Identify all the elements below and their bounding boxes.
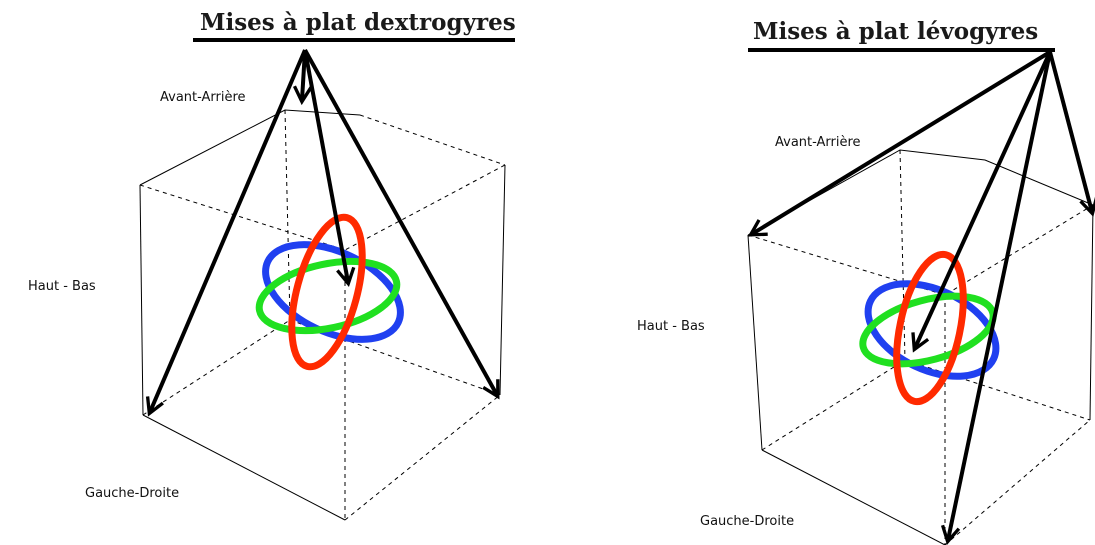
ring-blue xyxy=(262,241,404,343)
label-gauche-droite: Gauche-Droite xyxy=(85,486,179,501)
arrow-to-gauche-droite xyxy=(150,49,307,412)
cube-edge-inner-right xyxy=(289,319,501,396)
cube-edge-inner-vertical xyxy=(899,149,906,361)
cube-edge-left xyxy=(139,184,144,416)
cube-edge-inner-right xyxy=(904,359,1091,421)
arrow-to-gauche-droite xyxy=(948,51,1052,540)
cube-edge-bottom xyxy=(142,414,346,521)
cube-edge-middle xyxy=(747,204,1094,296)
arrow-to-left-corner xyxy=(752,50,1052,234)
arrow-to-right xyxy=(1048,51,1092,212)
cube-edge-top xyxy=(747,149,1094,236)
cube-edge-back xyxy=(359,114,506,166)
panel-title: Mises à plat dextrogyres xyxy=(200,9,516,36)
cube xyxy=(747,149,1094,545)
ring-green xyxy=(859,292,997,368)
arrow-to-avant-arriere xyxy=(302,49,305,100)
panel-levogyres: Mises à plat lévogyres A xyxy=(637,18,1093,545)
cube-edge-right xyxy=(1089,204,1094,421)
cube-edge-bottom xyxy=(761,449,946,545)
arrows xyxy=(752,50,1092,540)
cube-edge-bottom-right xyxy=(944,419,1091,545)
ring-green xyxy=(255,257,401,335)
panel-dextrogyres: Mises à plat dextrogyres xyxy=(28,9,516,521)
label-haut-bas: Haut - Bas xyxy=(637,319,705,334)
cube-edge-inner-left xyxy=(761,359,906,451)
cube-edge-bottom-right xyxy=(344,394,501,521)
cube-edge-inner-vertical xyxy=(284,109,291,321)
ring-red xyxy=(288,213,366,371)
rings xyxy=(255,213,404,371)
label-gauche-droite: Gauche-Droite xyxy=(700,514,794,529)
cube-edge-right xyxy=(499,164,506,396)
cube xyxy=(139,109,506,521)
arrows xyxy=(150,49,497,412)
label-avant-arriere: Avant-Arrière xyxy=(775,135,861,150)
cube-edge-left xyxy=(747,234,763,451)
rings xyxy=(859,250,1000,406)
cube-edge-inner-left xyxy=(142,319,291,416)
label-haut-bas: Haut - Bas xyxy=(28,279,96,294)
panel-title: Mises à plat lévogyres xyxy=(753,18,1038,45)
label-avant-arriere: Avant-Arrière xyxy=(160,90,246,105)
arrow-to-center xyxy=(303,49,348,282)
arrow-to-right xyxy=(303,49,497,395)
ring-red xyxy=(893,250,967,406)
arrow-to-center xyxy=(915,51,1052,348)
